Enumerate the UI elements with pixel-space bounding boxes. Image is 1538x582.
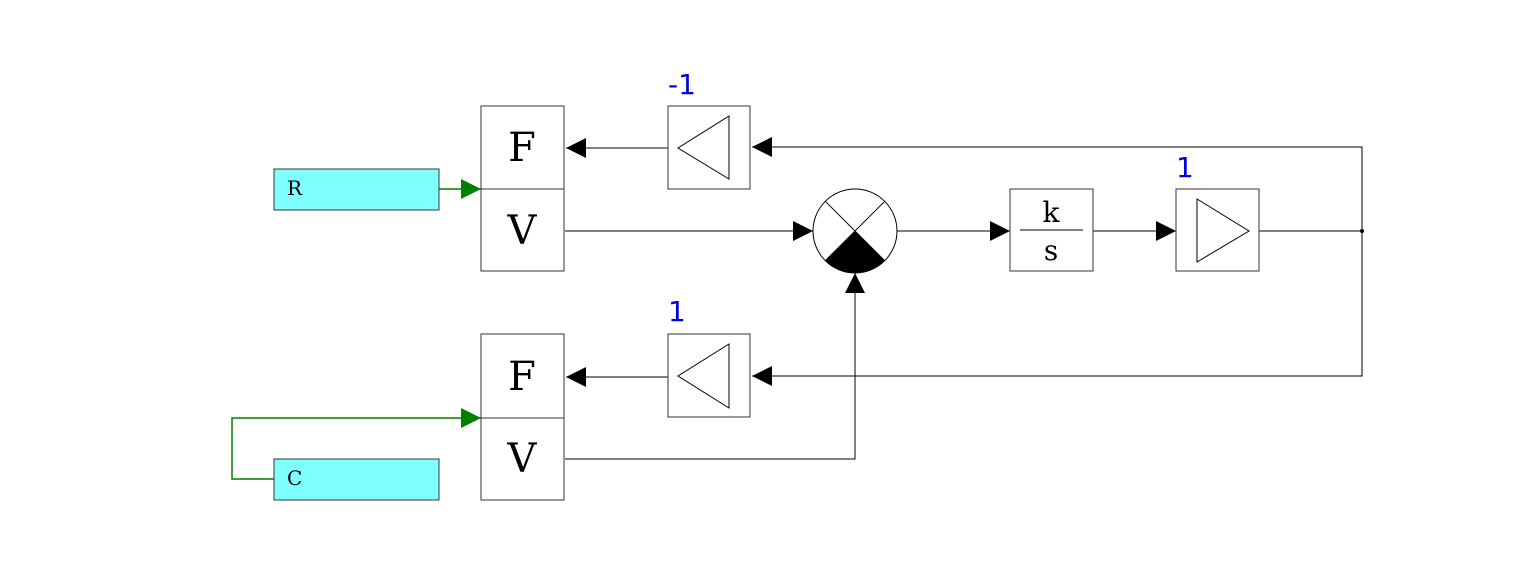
upper-gain-block[interactable] xyxy=(667,105,751,190)
integrator-denominator: s xyxy=(1044,234,1058,267)
output-gain-block[interactable] xyxy=(1175,188,1260,272)
lower-gain-block[interactable] xyxy=(667,333,751,418)
upper-v-label: V xyxy=(507,208,538,254)
input-block-c[interactable]: C xyxy=(273,458,440,501)
lower-v-to-sum-wire xyxy=(565,273,865,460)
integrator-numerator: k xyxy=(1043,196,1061,229)
input-block-r[interactable]: R xyxy=(273,168,440,211)
integrator-block[interactable]: k s xyxy=(1009,188,1094,272)
lower-gain-value: 1 xyxy=(668,295,686,328)
output-gain-value: 1 xyxy=(1176,151,1194,184)
lower-f-label: F xyxy=(508,354,536,400)
input-c-label: C xyxy=(287,466,302,490)
upper-f-label: F xyxy=(508,125,536,171)
lower-feedback-wire xyxy=(752,231,1363,386)
junction-dot xyxy=(1360,229,1364,233)
lower-fv-block[interactable]: F V xyxy=(480,333,565,501)
c-signal-wire xyxy=(231,408,481,480)
upper-gain-value: -1 xyxy=(668,68,696,101)
input-r-label: R xyxy=(287,176,303,200)
summing-junction[interactable] xyxy=(812,188,898,274)
lower-v-label: V xyxy=(507,436,538,482)
upper-feedback-wire xyxy=(752,137,1363,231)
upper-fv-block[interactable]: F V xyxy=(480,105,565,272)
